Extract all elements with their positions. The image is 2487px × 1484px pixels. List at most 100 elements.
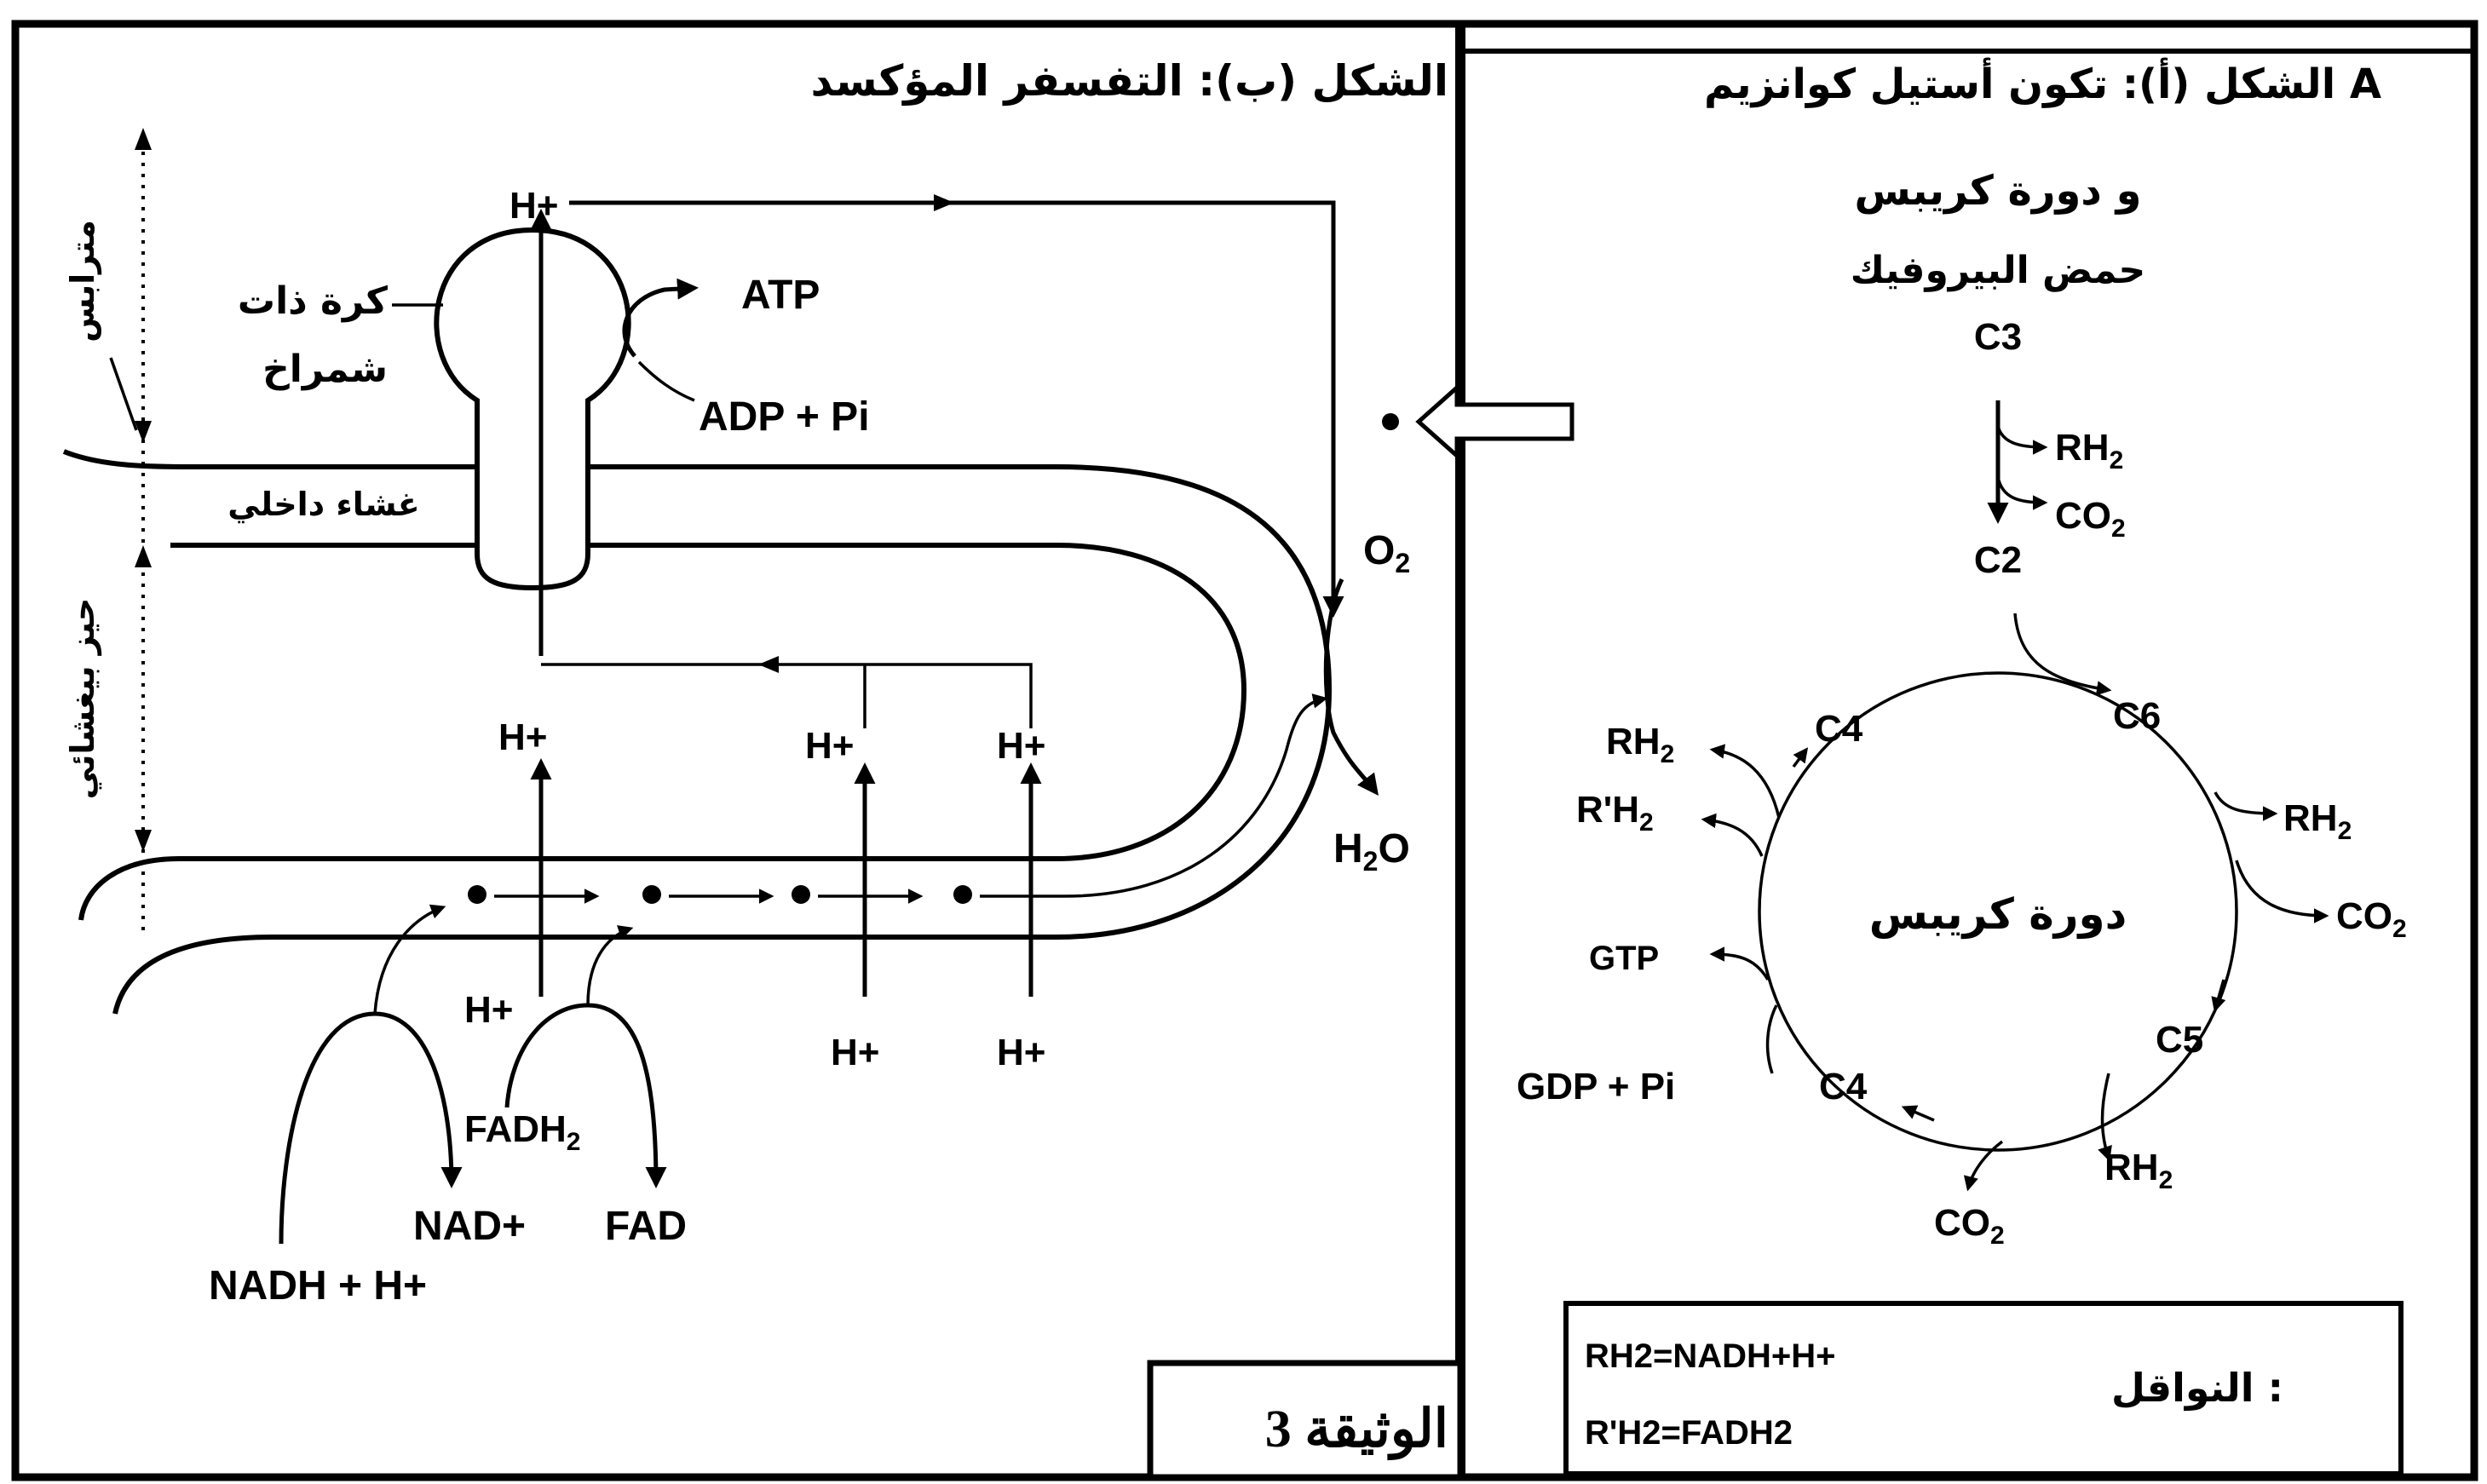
- legend-line-1: RH2=NADH+H+: [1585, 1337, 1836, 1375]
- legend-label: النواقل :: [2111, 1365, 2283, 1411]
- c4-bottom-label: C4: [1819, 1066, 1868, 1107]
- inner-membrane-label: غشاء داخلي: [227, 486, 419, 523]
- h-plus-top: H+: [509, 185, 558, 227]
- panel-link-arrow: [1415, 383, 1575, 461]
- c4-top-arrow: [1792, 747, 1809, 768]
- r2h2-sub: 2: [1639, 808, 1654, 837]
- gdp-pi-label: GDP + Pi: [1517, 1066, 1675, 1107]
- rh2-top-text: RH: [2055, 427, 2110, 469]
- panel-b: الشكل (ب): التفسفر المؤكسد مترابس حيز بي…: [62, 56, 1575, 1481]
- krebs-cycle-label: دورة كريبس: [1869, 889, 2127, 940]
- outer-space-label: مترابس: [64, 220, 101, 342]
- panel-a: الشكل (أ): تكون أستيل كوانزيم A و دورة ك…: [1517, 57, 2407, 1476]
- c5-label: C5: [2156, 1019, 2203, 1061]
- co2-top-sub: 2: [2111, 515, 2126, 543]
- r2h2-text: R'H: [1576, 789, 1639, 831]
- rh2-top-sub: 2: [2110, 446, 2124, 475]
- rh2-top: RH2: [2055, 427, 2123, 475]
- carrier-legend-box: [1563, 1301, 2404, 1476]
- panel-a-subtitle: و دورة كريبس: [1855, 167, 2142, 215]
- h-plus-3: H+: [997, 725, 1045, 767]
- document-label-box: [1147, 1360, 1464, 1481]
- gdp-connector: [1765, 1004, 1778, 1074]
- document-frame: [11, 20, 2478, 1481]
- rh2-left-arrow: [1709, 744, 1781, 819]
- rh2-right-arrow: [2214, 791, 2278, 821]
- document-label: الوثيقة 3: [1265, 1401, 1448, 1461]
- nadh-label: NADH + H+: [209, 1263, 427, 1309]
- c4-top-label: C4: [1815, 708, 1863, 750]
- co2-right: CO2: [2336, 895, 2407, 943]
- gtp-arrow: [1709, 946, 1770, 981]
- membrane-outer-edge: [112, 464, 1333, 1015]
- adp-connector: [637, 360, 695, 402]
- electron-2: [642, 885, 661, 904]
- side-arrow-head-4: [135, 830, 152, 852]
- fadh2-label: FADH2: [464, 1108, 580, 1156]
- c6-label: C6: [2113, 695, 2161, 737]
- rh2-bottom-sub: 2: [2159, 1166, 2173, 1194]
- h-plus-1: H+: [498, 716, 547, 758]
- proton-to-oxygen: [569, 200, 1344, 618]
- co2-branch-arrow: [1996, 476, 2048, 510]
- krebs-cycle-circle: [1758, 671, 2238, 1152]
- atp-synthase-label-1: كرة ذات: [238, 279, 389, 323]
- rh2-branch-arrow: [1996, 425, 2048, 455]
- side-arrow-head: [135, 128, 152, 150]
- h-plus-2: H+: [805, 725, 854, 767]
- side-arrow-head-2: [135, 421, 152, 443]
- outer-label-pointer: [109, 357, 138, 431]
- electron-flow-to-oxygen: [980, 693, 1328, 898]
- fadh2-electron-arrow: [586, 925, 634, 1006]
- rh2-bottom-arrow: [2098, 1073, 2112, 1162]
- co2-bottom-text: CO: [1934, 1202, 1990, 1244]
- legend-line-2: R'H2=FADH2: [1585, 1414, 1793, 1452]
- panel-a-title: الشكل (أ): تكون أستيل كوانزيم A: [1704, 57, 2381, 108]
- nadh-electron-arrow: [373, 904, 446, 1015]
- c5-arrow: [2211, 979, 2226, 1013]
- co2-bottom-arrow: [1963, 1140, 2004, 1192]
- r2h2-label: R'H2: [1576, 789, 1654, 837]
- h-plus-6: H+: [997, 1032, 1045, 1073]
- rh2-left-text: RH: [1606, 721, 1661, 762]
- co2-bottom: CO2: [1934, 1202, 2005, 1250]
- h-plus-4: H+: [464, 989, 513, 1031]
- c4-bottom-arrow: [1901, 1105, 1935, 1122]
- co2-bottom-sub: 2: [1990, 1222, 2005, 1250]
- gtp-label: GTP: [1589, 940, 1659, 977]
- rh2-bottom: RH2: [2104, 1147, 2173, 1194]
- rh2-left: RH2: [1606, 721, 1674, 768]
- c3-label: C3: [1974, 316, 2022, 358]
- rh2-left-sub: 2: [1661, 740, 1675, 768]
- proton-return-arrow: [758, 656, 779, 673]
- adp-pi-label: ADP + Pi: [699, 394, 870, 440]
- fad-label: FAD: [605, 1204, 687, 1249]
- h2o-subscript: 2: [1363, 846, 1379, 877]
- fadh2-text: FADH: [464, 1108, 567, 1150]
- panel-link-dot: [1382, 413, 1399, 430]
- proton-return: [541, 663, 1033, 728]
- side-arrow-head-3: [135, 545, 152, 567]
- atp-label: ATP: [741, 273, 820, 318]
- atp-synthase: [434, 227, 631, 591]
- o2-text: O: [1363, 528, 1395, 573]
- membrane-upper-outer: [62, 449, 477, 469]
- co2-right-sub: 2: [2392, 915, 2407, 943]
- co2-right-text: CO: [2336, 895, 2392, 937]
- o2-label: O2: [1363, 528, 1410, 578]
- oxygen-reduction-arrow: [1323, 578, 1379, 796]
- rh2-right-sub: 2: [2338, 817, 2352, 845]
- fadh2-oxidation-arc: [504, 1003, 667, 1188]
- intermembrane-label: حيز بيغشائي: [64, 598, 101, 800]
- h2o-label: H2O: [1333, 826, 1410, 877]
- acetyl-entry-arrow: [2013, 613, 2112, 696]
- h2o-o: O: [1378, 826, 1409, 871]
- pyruvate-label: حمض البيروفيك: [1851, 249, 2146, 292]
- co2-top: CO2: [2055, 495, 2126, 543]
- atp-synthase-label-2: شمراخ: [262, 348, 388, 391]
- co2-top-text: CO: [2055, 495, 2111, 537]
- proton-arrow-mid: [934, 194, 954, 211]
- nad-plus-label: NAD+: [413, 1204, 526, 1249]
- membrane-inner-edge: [78, 543, 1247, 921]
